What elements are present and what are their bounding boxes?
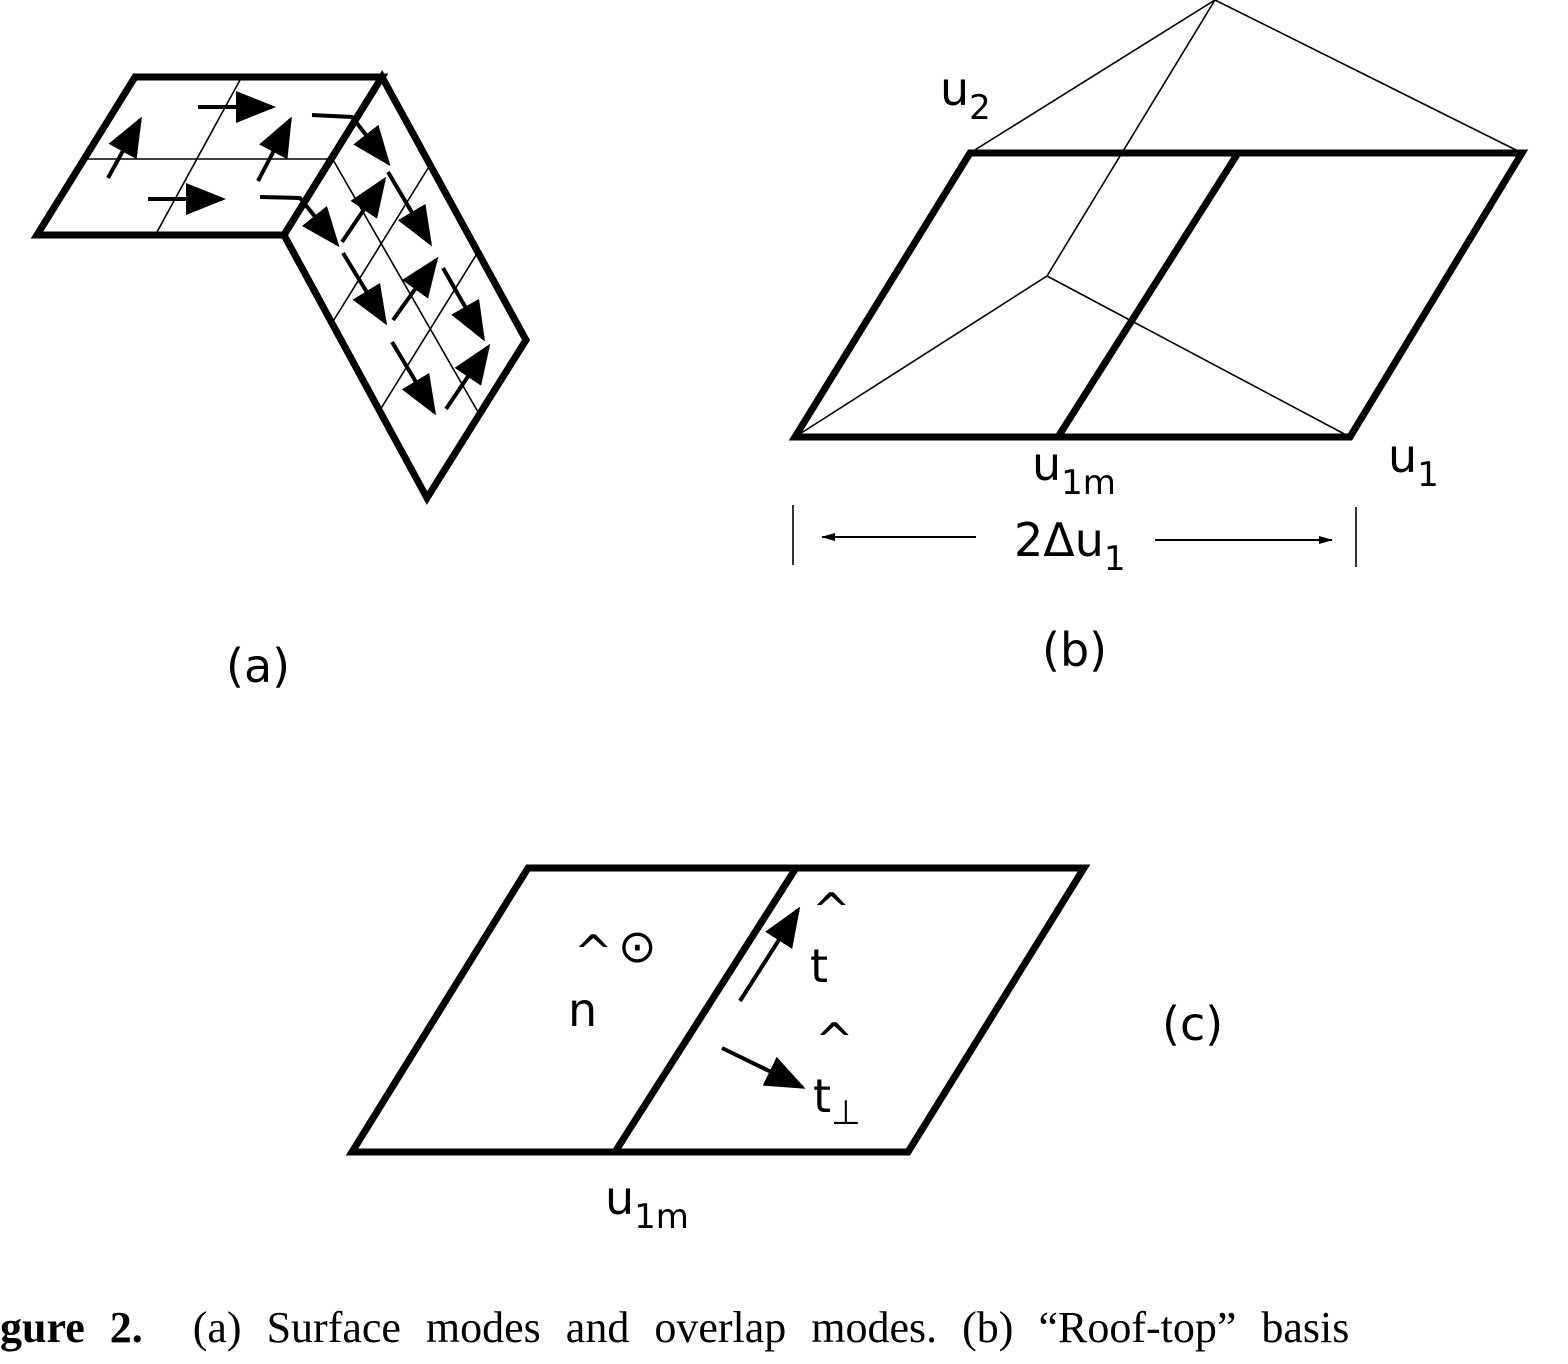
rooftop-edge xyxy=(1214,0,1523,154)
tangent-arrow xyxy=(738,906,801,1003)
grid-line xyxy=(156,79,241,233)
panel-b: u2 u1m u1 2Δu1 (b) xyxy=(788,0,1529,677)
rooftop-edge xyxy=(969,0,1216,154)
n-hat-caret: ^ xyxy=(574,925,613,979)
grid-line xyxy=(331,157,479,413)
figure-caption: gure 2. (a) Surface modes and overlap mo… xyxy=(0,1302,1349,1353)
side-surface xyxy=(279,70,531,505)
rooftop-ridge xyxy=(1046,0,1216,277)
panel-c: n ^ ⊙ t ^ t⊥ ^ u1m (c) xyxy=(345,864,1223,1237)
panel-b-label: (b) xyxy=(1042,623,1107,677)
panel-a-label: (a) xyxy=(226,639,290,693)
panel-c-label: (c) xyxy=(1162,997,1223,1051)
odot-symbol: ⊙ xyxy=(618,919,657,973)
figure-diagram: (a) u2 u1m u1 2Δu1 (b) n ^ ⊙ t ^ t⊥ ^ u1… xyxy=(30,0,1529,1237)
t-perp-caret: ^ xyxy=(815,1013,854,1067)
perp-tangent-arrow xyxy=(721,1046,806,1089)
u2-label: u2 xyxy=(940,62,991,128)
panel-a: (a) xyxy=(30,70,531,693)
cell-divider xyxy=(1055,151,1241,439)
n-hat-label: n xyxy=(568,983,597,1037)
caption-text: (a) Surface modes and overlap modes. (b)… xyxy=(192,1303,1350,1352)
surface-mode-arrows xyxy=(106,91,491,416)
u1m-label: u1m xyxy=(1032,437,1116,503)
grid-line xyxy=(379,251,479,411)
cell-divider xyxy=(612,866,799,1154)
u1-label: u1 xyxy=(1388,429,1439,495)
t-hat-caret: ^ xyxy=(812,883,851,937)
t-hat-label: t xyxy=(810,939,828,993)
cell-pair xyxy=(788,149,1529,441)
width-label: 2Δu1 xyxy=(1014,513,1126,579)
rooftop-edge xyxy=(794,275,1048,438)
t-perp-label: t⊥ xyxy=(813,1069,861,1133)
caption-prefix: gure 2. xyxy=(0,1303,143,1352)
u1m-label: u1m xyxy=(605,1171,689,1237)
rooftop-edge xyxy=(1046,275,1351,438)
cell-pair xyxy=(345,864,1091,1156)
